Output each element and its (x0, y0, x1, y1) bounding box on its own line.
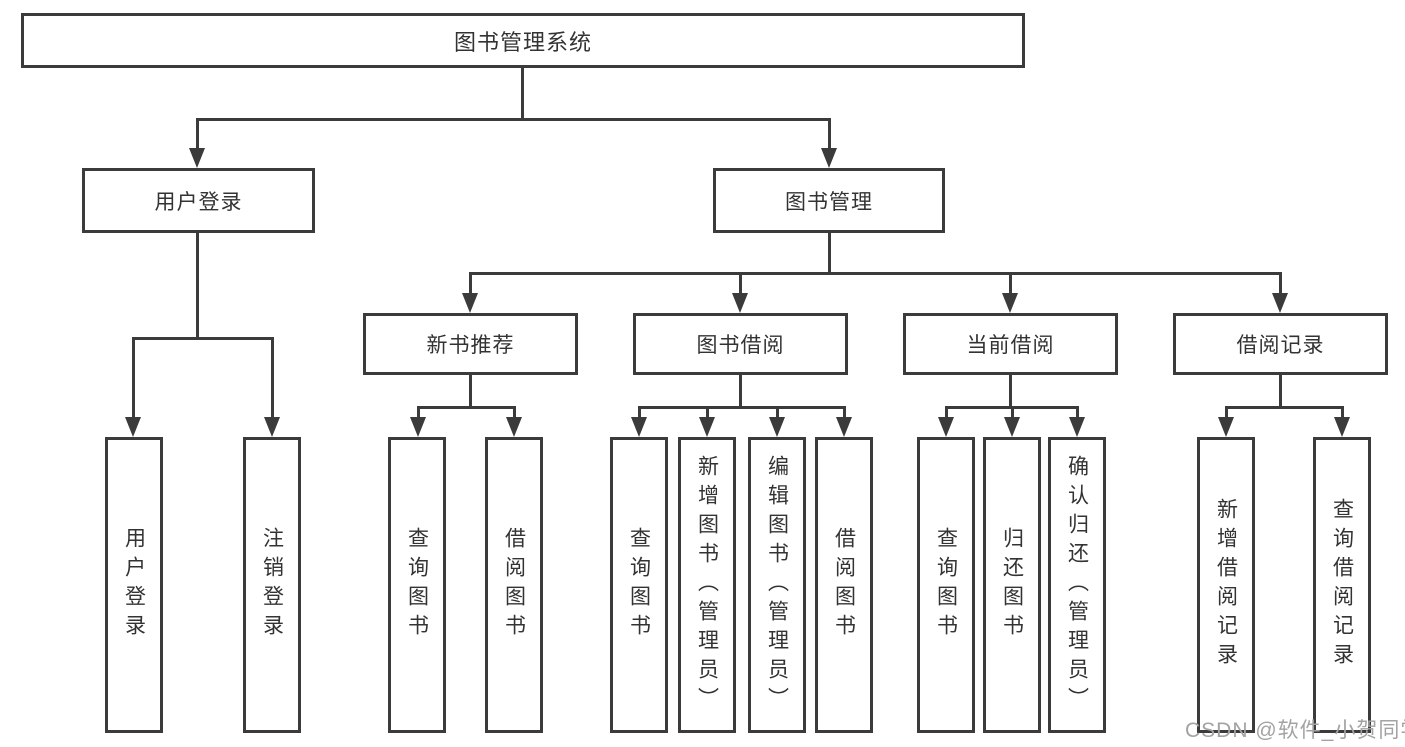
connector-line (521, 68, 524, 118)
node-book-borrowing: 图书借阅 (633, 313, 848, 375)
arrow-down-icon (506, 417, 522, 437)
arrow-down-icon (938, 417, 954, 437)
connector-line (417, 406, 516, 409)
arrow-down-icon (699, 417, 715, 437)
arrow-down-icon (410, 417, 426, 437)
arrow-down-icon (1272, 293, 1288, 313)
connector-line (1009, 375, 1012, 409)
connector-line (1011, 406, 1014, 417)
arrow-down-icon (1334, 417, 1350, 437)
arrow-down-icon (836, 417, 852, 437)
connector-line (513, 406, 516, 417)
connector-line (1225, 406, 1228, 417)
arrow-down-icon (769, 417, 785, 437)
leaf-query-books-current: 查询图书 (917, 437, 975, 733)
leaf-query-books-borrowing: 查询图书 (610, 437, 668, 733)
connector-line (469, 272, 472, 293)
leaf-user-login: 用户登录 (105, 437, 163, 733)
leaf-query-books-recommend: 查询图书 (388, 437, 446, 733)
connector-line (828, 233, 831, 275)
connector-line (638, 406, 846, 409)
leaf-logout: 注销登录 (243, 437, 301, 733)
connector-line (417, 406, 420, 417)
arrow-down-icon (732, 293, 748, 313)
leaf-label: 归还图书 (1000, 527, 1024, 643)
arrow-down-icon (1069, 417, 1085, 437)
leaf-label: 借阅图书 (502, 527, 526, 643)
connector-line (1279, 272, 1282, 293)
connector-line (638, 406, 641, 417)
connector-line (1009, 272, 1012, 293)
leaf-borrow-books-recommend: 借阅图书 (485, 437, 543, 733)
leaf-label: 确认归还（管理员） (1065, 454, 1089, 716)
connector-line (132, 337, 135, 417)
node-new-book-recommend: 新书推荐 (363, 313, 578, 375)
node-borrowing-records: 借阅记录 (1173, 313, 1388, 375)
leaf-label: 借阅图书 (832, 527, 856, 643)
node-root-library-system: 图书管理系统 (21, 13, 1025, 68)
connector-line (739, 272, 742, 293)
connector-line (1279, 375, 1282, 409)
leaf-label: 查询图书 (627, 527, 651, 643)
leaf-add-borrow-record: 新增借阅记录 (1197, 437, 1255, 733)
connector-line (945, 406, 948, 417)
connector-line (196, 118, 199, 148)
connector-line (739, 375, 742, 409)
leaf-label: 用户登录 (122, 527, 146, 643)
connector-line (196, 118, 831, 121)
leaf-label: 查询借阅记录 (1330, 498, 1354, 672)
leaf-label: 新增图书（管理员） (695, 454, 719, 716)
leaf-label: 注销登录 (260, 527, 284, 643)
connector-line (706, 406, 709, 417)
arrow-down-icon (631, 417, 647, 437)
connector-line (196, 233, 199, 337)
connector-line (469, 375, 472, 409)
leaf-confirm-return-admin: 确认归还（管理员） (1048, 437, 1106, 733)
arrow-down-icon (264, 417, 280, 437)
connector-line (843, 406, 846, 417)
connector-line (1341, 406, 1344, 417)
arrow-down-icon (1004, 417, 1020, 437)
arrow-down-icon (1002, 293, 1018, 313)
arrow-down-icon (462, 293, 478, 313)
node-user-login: 用户登录 (82, 168, 315, 233)
connector-line (1076, 406, 1079, 417)
leaf-edit-books-admin: 编辑图书（管理员） (748, 437, 806, 733)
connector-line (469, 272, 1282, 275)
node-book-management: 图书管理 (713, 168, 945, 233)
arrow-down-icon (189, 148, 205, 168)
leaf-borrow-books: 借阅图书 (815, 437, 873, 733)
arrow-down-icon (1218, 417, 1234, 437)
leaf-label: 查询图书 (934, 527, 958, 643)
csdn-watermark: CSDN @软件_小贺同学 (1185, 719, 1405, 742)
arrow-down-icon (821, 148, 837, 168)
node-current-borrowing: 当前借阅 (903, 313, 1118, 375)
leaf-label: 编辑图书（管理员） (765, 454, 789, 716)
connector-line (1225, 406, 1344, 409)
leaf-label: 新增借阅记录 (1214, 498, 1238, 672)
connector-line (776, 406, 779, 417)
leaf-query-borrow-record: 查询借阅记录 (1313, 437, 1371, 733)
leaf-return-books: 归还图书 (983, 437, 1041, 733)
leaf-label: 查询图书 (405, 527, 429, 643)
leaf-add-books-admin: 新增图书（管理员） (678, 437, 736, 733)
connector-line (271, 337, 274, 417)
connector-line (828, 118, 831, 148)
arrow-down-icon (125, 417, 141, 437)
connector-line (132, 337, 274, 340)
